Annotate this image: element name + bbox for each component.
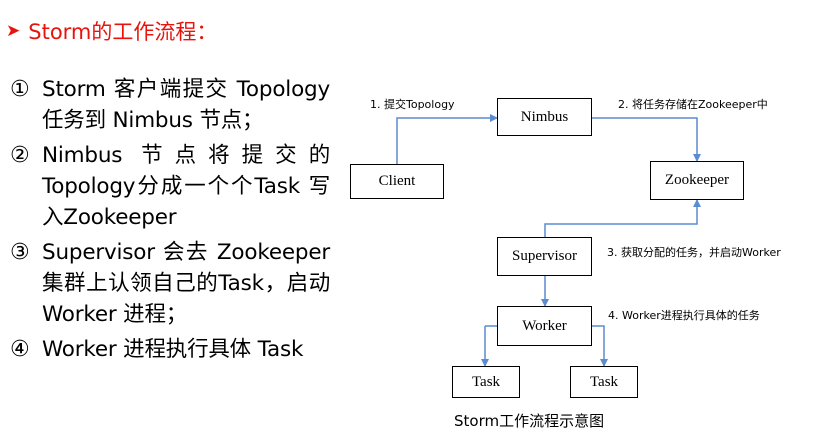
step-text: Worker 进程执行具体 Task [42, 337, 304, 362]
worker-node: Worker [497, 306, 592, 346]
connector-supervisor-zookeeper [544, 199, 701, 237]
slide-title-text: Storm的工作流程： [28, 20, 218, 44]
steps-list: ① Storm 客户端提交 Topology 任务到 Nimbus 节点； ② … [10, 74, 330, 369]
step-item: ③ Supervisor 会去 Zookeeper集群上认领自己的Task，启动… [10, 237, 330, 330]
client-node: Client [350, 164, 444, 199]
edge-label-submit: 1. 提交Topology [370, 98, 455, 111]
connector-worker-task1 [485, 325, 497, 366]
step-text: Storm 客户端提交 Topology 任务到 Nimbus 节点； [42, 77, 330, 133]
step-text: Nimbus 节点将提交的 Topology分成一个个Task 写入Zookee… [42, 143, 330, 230]
edge-label-execute: 4. Worker进程执行具体的任务 [608, 309, 760, 322]
edge-label-store: 2. 将任务存储在Zookeeper中 [618, 98, 768, 111]
nimbus-node: Nimbus [497, 98, 592, 136]
connector-worker-task2 [592, 325, 608, 367]
task-node: Task [452, 366, 520, 398]
step-number: ③ [10, 240, 30, 265]
step-number: ① [10, 77, 30, 102]
slide-title: ➤ Storm的工作流程： [6, 16, 217, 46]
connector-nimbus-zookeeper [592, 117, 701, 162]
step-item: ② Nimbus 节点将提交的 Topology分成一个个Task 写入Zook… [10, 140, 330, 233]
diagram-caption: Storm工作流程示意图 [454, 412, 605, 430]
supervisor-node: Supervisor [497, 237, 592, 276]
zookeeper-node: Zookeeper [650, 161, 744, 200]
connector-client-nimbus [396, 114, 498, 164]
step-item: ④ Worker 进程执行具体 Task [10, 334, 330, 365]
step-number: ④ [10, 337, 30, 362]
arrow-bullet-icon: ➤ [6, 21, 21, 41]
step-item: ① Storm 客户端提交 Topology 任务到 Nimbus 节点； [10, 74, 330, 136]
edge-label-fetch: 3. 获取分配的任务，并启动Worker [607, 246, 781, 259]
step-number: ② [10, 143, 30, 168]
task-node: Task [570, 366, 638, 398]
step-text: Supervisor 会去 Zookeeper集群上认领自己的Task，启动Wo… [42, 240, 330, 327]
